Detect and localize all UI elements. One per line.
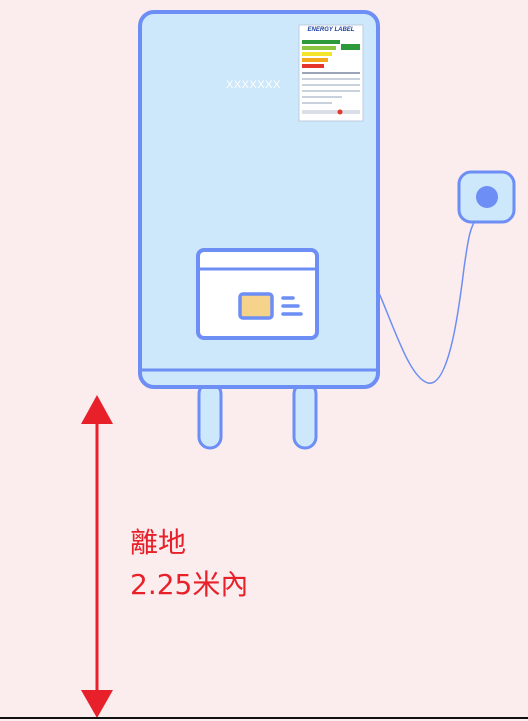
arrow-head-down — [81, 690, 113, 718]
energy-label-title: ENERGY LABEL — [307, 27, 355, 33]
model-number-text: XXXXXXX — [226, 79, 281, 91]
energy-label-sticker — [298, 24, 364, 122]
display-screen — [238, 292, 274, 320]
height-label: 離地 2.25米內 — [130, 522, 248, 606]
socket-icon — [476, 186, 498, 208]
arrow-head-up — [81, 395, 113, 424]
power-cord — [378, 216, 479, 384]
heater-leg-right — [292, 381, 318, 450]
wall-socket — [457, 170, 516, 224]
heater-leg-left — [197, 381, 223, 450]
height-arrow — [81, 395, 113, 718]
control-panel — [196, 248, 319, 340]
height-label-line2: 2.25米內 — [130, 568, 249, 601]
height-label-line1: 離地 — [130, 526, 187, 559]
